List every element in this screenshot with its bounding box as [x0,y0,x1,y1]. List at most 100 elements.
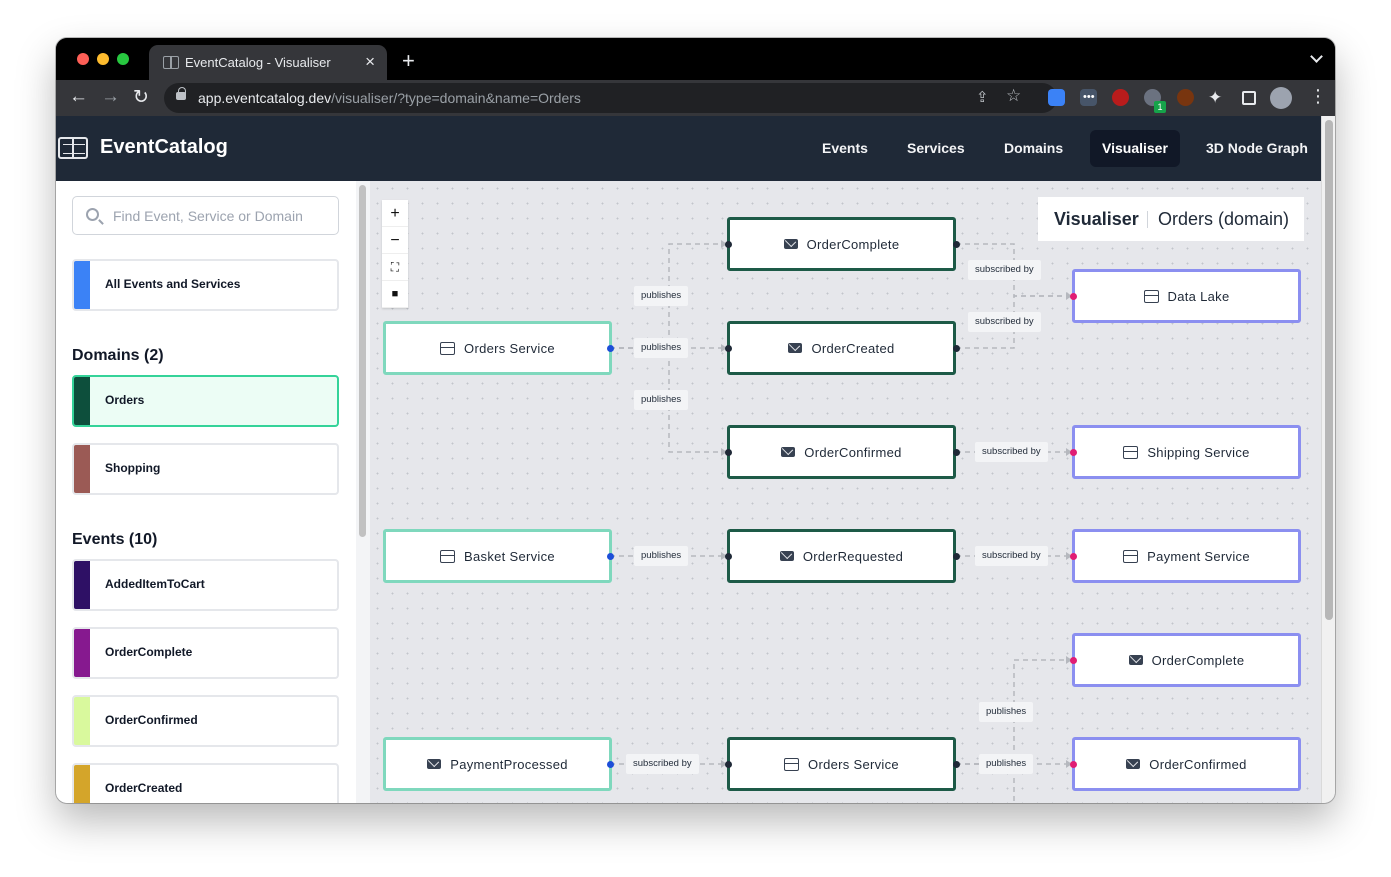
node-label: Payment Service [1147,548,1250,564]
node-order-confirmed-2[interactable]: OrderConfirmed [1072,737,1301,791]
node-shipping-service[interactable]: Shipping Service [1072,425,1301,479]
nav-events[interactable]: Events [822,140,868,156]
target-handle[interactable] [1070,657,1077,664]
node-label: OrderConfirmed [1149,756,1247,772]
sidebar-scrollbar[interactable] [356,181,370,803]
target-handle[interactable] [725,449,732,456]
reload-icon[interactable]: ↻ [133,87,149,108]
password-extension-icon[interactable]: ••• [1080,89,1097,106]
node-label: Orders Service [464,340,555,356]
target-handle[interactable] [725,553,732,560]
nav-3d-node-graph[interactable]: 3D Node Graph [1206,140,1308,156]
edge-label-subscribed-by: subscribed by [975,442,1048,462]
extension-badge: 1 [1154,101,1166,113]
share-icon[interactable]: ⇪ [976,89,989,106]
back-arrow-icon[interactable]: ← [69,86,88,107]
logo-text[interactable]: EventCatalog [100,136,228,158]
visualiser-title-panel: Visualiser Orders (domain) [1038,197,1304,241]
browser-tab[interactable]: EventCatalog - Visualiser × [149,45,387,80]
source-handle[interactable] [953,449,960,456]
domain-card-orders[interactable]: Orders [72,375,339,427]
arrowhead [721,344,727,352]
arrowhead [721,552,727,560]
node-orders-service-2[interactable]: Orders Service [727,737,956,791]
minimize-window-button[interactable] [97,53,109,65]
edge-label-subscribed-by: subscribed by [968,260,1041,280]
close-window-button[interactable] [77,53,89,65]
source-handle[interactable] [607,553,614,560]
event-card-added-item-to-cart[interactable]: AddedItemToCart [72,559,339,611]
all-events-and-services-card[interactable]: All Events and Services [72,259,339,311]
events-heading: Events (10) [72,531,158,548]
card-label: OrderConfirmed [105,713,198,727]
node-label: Basket Service [464,548,555,564]
card-color-bar [74,765,90,803]
target-handle[interactable] [1070,761,1077,768]
node-label: Orders Service [808,756,899,772]
close-tab-icon[interactable]: × [365,52,375,71]
nav-services[interactable]: Services [907,140,965,156]
search-input[interactable]: Find Event, Service or Domain [72,196,339,235]
visualiser-canvas[interactable]: + − ⛶ ■ Visualiser Orders (domain) Order… [370,181,1321,803]
server-icon [440,549,456,563]
lock-icon[interactable]: ■ [382,281,408,308]
zoom-out-button[interactable]: − [382,227,408,254]
ublock-extension-icon[interactable] [1112,89,1129,106]
server-icon [1143,289,1159,303]
fit-view-icon[interactable]: ⛶ [382,254,408,281]
kebab-menu-icon[interactable]: ⋮ [1309,86,1327,106]
node-payment-service[interactable]: Payment Service [1072,529,1301,583]
target-handle[interactable] [1070,449,1077,456]
address-bar[interactable]: app.eventcatalog.dev/visualiser/?type=do… [164,83,1057,113]
envelope-icon [788,343,803,353]
node-orders-service[interactable]: Orders Service [383,321,612,375]
node-order-complete-2[interactable]: OrderComplete [1072,633,1301,687]
cookie-extension-icon[interactable] [1177,89,1194,106]
event-card-order-complete[interactable]: OrderComplete [72,627,339,679]
arrowhead [1066,292,1072,300]
target-handle[interactable] [1070,553,1077,560]
page-scrollbar[interactable] [1321,116,1335,803]
nav-visualiser[interactable]: Visualiser [1090,130,1180,167]
server-icon [784,757,800,771]
url-text[interactable]: app.eventcatalog.dev/visualiser/?type=do… [198,90,581,106]
arrowhead [721,448,727,456]
forward-arrow-icon[interactable]: → [101,86,120,107]
node-order-requested[interactable]: OrderRequested [727,529,956,583]
target-handle[interactable] [1070,293,1077,300]
maximize-window-button[interactable] [117,53,129,65]
target-handle[interactable] [725,345,732,352]
source-handle[interactable] [953,241,960,248]
node-data-lake[interactable]: Data Lake [1072,269,1301,323]
zoom-in-button[interactable]: + [382,200,408,227]
sidebar-scrollbar-thumb[interactable] [359,185,366,537]
card-label: OrderCreated [105,781,183,795]
event-card-order-created[interactable]: OrderCreated [72,763,339,803]
node-order-created[interactable]: OrderCreated [727,321,956,375]
bitwarden-extension-icon[interactable] [1048,89,1065,106]
node-order-confirmed[interactable]: OrderConfirmed [727,425,956,479]
search-placeholder: Find Event, Service or Domain [113,208,303,224]
node-order-complete[interactable]: OrderComplete [727,217,956,271]
source-handle[interactable] [953,345,960,352]
source-handle[interactable] [607,345,614,352]
domain-card-shopping[interactable]: Shopping [72,443,339,495]
event-card-order-confirmed[interactable]: OrderConfirmed [72,695,339,747]
page-scrollbar-thumb[interactable] [1325,120,1333,620]
target-handle[interactable] [725,761,732,768]
source-handle[interactable] [953,553,960,560]
side-panel-icon[interactable] [1242,91,1256,105]
node-payment-processed[interactable]: PaymentProcessed [383,737,612,791]
node-basket-service[interactable]: Basket Service [383,529,612,583]
source-handle[interactable] [953,761,960,768]
node-label: OrderCreated [811,340,895,356]
target-handle[interactable] [725,241,732,248]
bookmark-star-icon[interactable]: ☆ [1006,86,1022,105]
puzzle-extensions-icon[interactable]: ✦ [1208,88,1223,107]
nav-domains[interactable]: Domains [1004,140,1064,156]
new-tab-button[interactable]: + [402,48,415,73]
tab-search-chevron-icon[interactable] [1310,50,1323,63]
profile-avatar[interactable] [1270,87,1292,109]
source-handle[interactable] [607,761,614,768]
edge-label-subscribed-by: subscribed by [975,546,1048,566]
